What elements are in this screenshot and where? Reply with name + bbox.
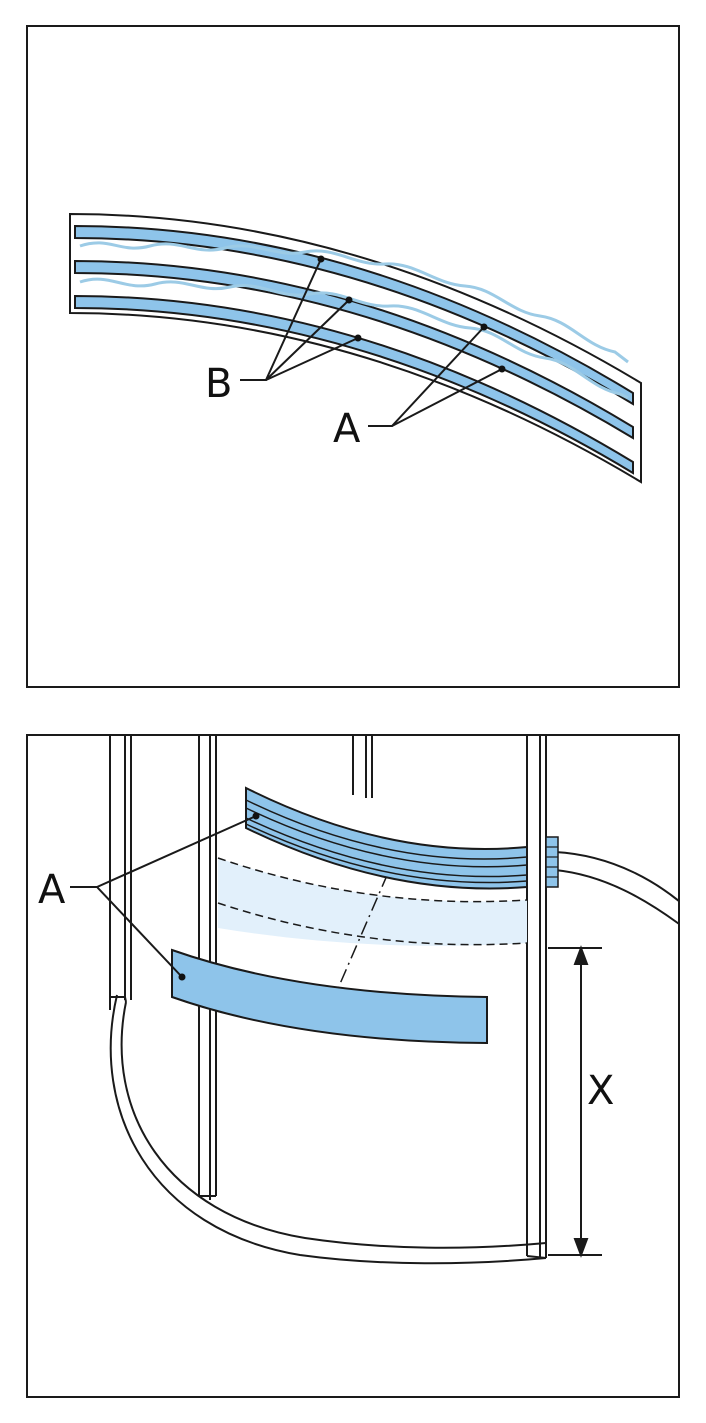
label-x: X (587, 1068, 614, 1114)
stacked-strips (245, 786, 528, 890)
figure-strip-stack-panel: B A (0, 0, 706, 710)
strip-layer-line (245, 807, 528, 868)
vertical-profiles (109, 736, 547, 1259)
strip-layer-line (245, 799, 528, 860)
label-b: B (205, 361, 232, 407)
target-dashed-top (217, 857, 528, 903)
strip-stack-diagram: B A (26, 25, 680, 688)
top-track-outer (554, 851, 678, 902)
label-a: A (333, 406, 361, 452)
strip-3 (74, 294, 634, 475)
pointer-dot (480, 323, 488, 331)
pointer-dot (317, 255, 325, 263)
target-dashed-bottom (217, 902, 528, 946)
track-end (110, 996, 127, 1003)
leader-lines-b (240, 258, 359, 381)
leader-lines-a (70, 815, 257, 978)
strip-ends (545, 836, 559, 888)
pointer-dot (252, 812, 260, 820)
leader-lines-a (368, 326, 503, 427)
base-track-inner (120, 1001, 547, 1249)
strip-layer-line (245, 817, 528, 878)
pointer-dot (345, 296, 353, 304)
installation-diagram: A X (26, 734, 680, 1398)
base-track-outer (109, 994, 547, 1265)
top-track-inner (554, 869, 678, 925)
pointer-dot (498, 365, 506, 373)
pointer-dot (354, 334, 362, 342)
figure-installation-panel: A X (0, 710, 706, 1423)
strip-layer-line (245, 823, 528, 884)
pointer-dot (178, 973, 186, 981)
strip-1 (74, 224, 634, 406)
adhesive-layer-1 (79, 241, 629, 364)
panel-frame (26, 734, 680, 1398)
single-strip (171, 948, 488, 1045)
adhesive-layer-2 (79, 277, 629, 400)
label-a: A (38, 867, 66, 913)
dimension-x (548, 945, 602, 1258)
panel-frame (26, 25, 680, 688)
strip-2 (74, 259, 634, 440)
